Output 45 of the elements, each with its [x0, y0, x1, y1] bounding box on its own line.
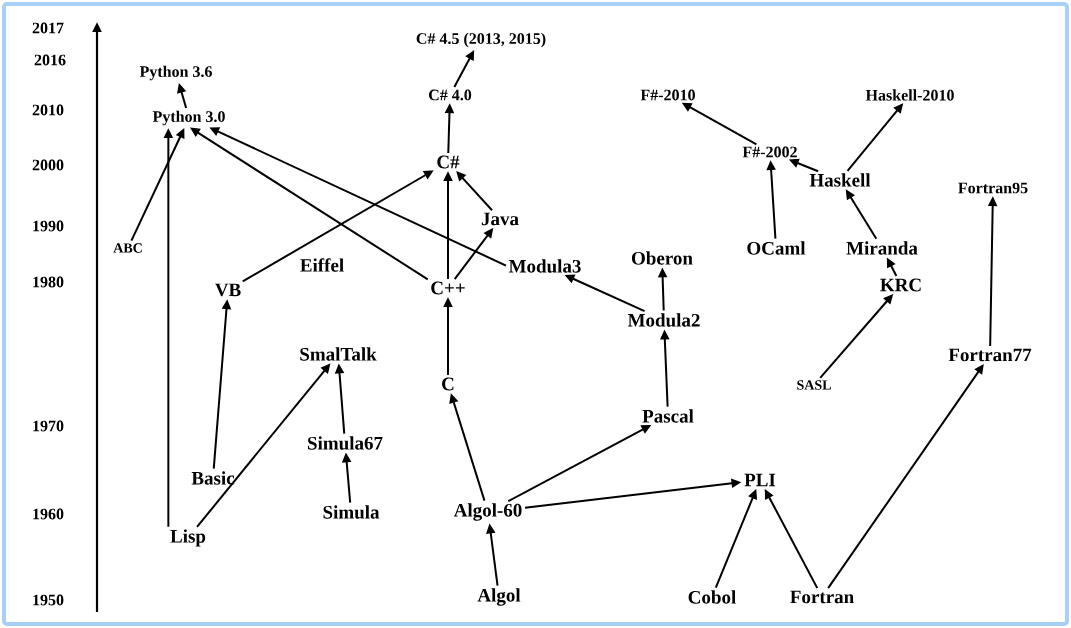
year-label: 2016 [34, 54, 66, 66]
language-label: Simula [323, 505, 380, 519]
language-label: KRC [880, 278, 921, 292]
language-label: Cobol [688, 590, 736, 604]
language-label: Eiffel [300, 258, 344, 272]
language-label: Lisp [170, 529, 206, 547]
language-label: Fortran95 [958, 182, 1028, 194]
language-label: Miranda [846, 241, 918, 255]
language-label: Modula2 [627, 313, 700, 327]
language-label: ABC [113, 243, 142, 253]
language-label: Modula3 [508, 259, 581, 273]
language-label: C# 4.5 (2013, 2015) [416, 32, 546, 48]
year-label: 1990 [33, 220, 64, 232]
language-label: F#-2002 [742, 146, 797, 158]
language-label: Haskell [809, 173, 871, 187]
language-label: C# [437, 155, 460, 169]
language-label: C [442, 377, 454, 391]
year-label: 1950 [33, 594, 64, 606]
language-label: OCaml [747, 241, 806, 255]
language-label: Algol [477, 588, 521, 606]
language-label: Oberon [631, 251, 693, 265]
language-label: C# 4.0 [429, 89, 472, 101]
language-label: Basic [191, 471, 235, 485]
language-label: PLI [744, 473, 776, 487]
language-label: Algol-60 [453, 503, 522, 521]
language-label: SmalTalk [300, 347, 377, 361]
language-label: SASL [797, 380, 831, 390]
language-label: Python 3.0 [152, 110, 225, 126]
language-label: Java [481, 212, 519, 226]
language-label: VB [215, 283, 241, 297]
language-label: Python 3.6 [139, 65, 212, 81]
year-label: 1970 [33, 420, 64, 432]
year-label: 1980 [33, 276, 64, 288]
language-label: Fortran [790, 590, 854, 604]
year-label: 2000 [32, 159, 64, 171]
language-label: Simula67 [308, 436, 383, 450]
language-label: C++ [431, 281, 465, 295]
year-label: 2010 [32, 104, 64, 116]
language-label: F#-2010 [640, 89, 695, 101]
language-label: Fortran77 [948, 348, 1032, 362]
year-label: 2017 [32, 22, 64, 34]
language-label: Haskell-2010 [865, 89, 954, 101]
language-label: Pascal [642, 409, 694, 423]
arrow [190, 127, 429, 281]
year-label: 1960 [33, 508, 64, 520]
